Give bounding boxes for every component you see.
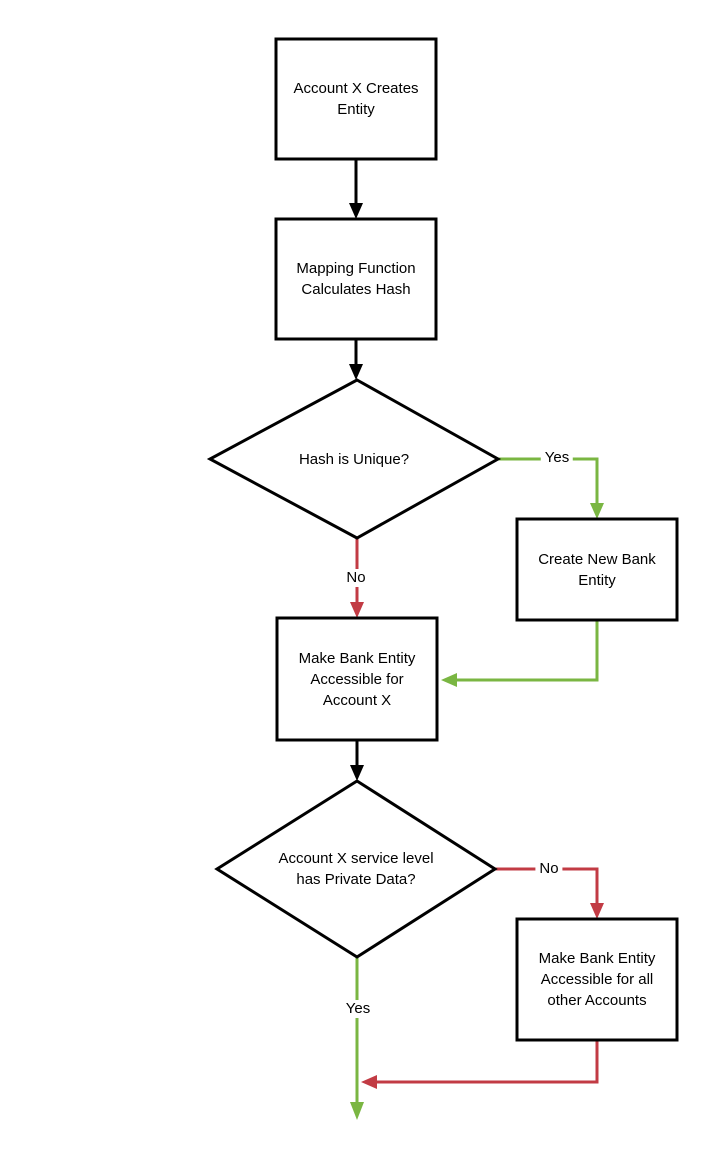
process-box-mapping-hash	[274, 217, 438, 341]
edge-accessibleall-merge	[377, 1040, 599, 1084]
arrowhead-hashunique-yes	[590, 503, 604, 519]
edge-createnewbank-to-accessiblex	[457, 620, 599, 682]
arrowhead-createnewbank-to-accessiblex	[441, 673, 457, 687]
process-box-create-entity	[274, 37, 438, 161]
node-label-accessible-all: Make Bank Entity Accessible for all othe…	[538, 950, 656, 1009]
edge-privatedata-no	[495, 867, 599, 903]
arrowhead-accessibleall-merge	[361, 1075, 377, 1089]
node-label-private-data: Account X service level has Private Data…	[278, 850, 434, 888]
node-label-accessible-account-x: Make Bank Entity Accessible for Account …	[298, 649, 416, 709]
edge-label-private-data-no: No	[535, 860, 563, 878]
edge-label-hash-unique-yes: Yes	[540, 449, 574, 467]
arrowhead-hashunique-no	[350, 602, 364, 618]
arrowhead-create-to-mapping	[349, 203, 363, 219]
node-label-hash-unique: Hash is Unique?	[298, 450, 410, 468]
arrowhead-privatedata-yes	[350, 1102, 364, 1120]
edge-label-hash-unique-no: No	[342, 569, 370, 587]
decision-diamond-hash-unique	[206, 378, 502, 540]
arrowhead-mapping-to-hashunique	[349, 364, 363, 380]
process-box-accessible-all	[515, 917, 679, 1042]
arrowhead-privatedata-no	[590, 903, 604, 919]
node-label-mapping-hash: Mapping Function Calculates Hash	[296, 260, 416, 298]
node-label-create-entity: Account X Creates Entity	[293, 80, 419, 118]
arrowhead-accessiblex-to-privatedata	[350, 765, 364, 781]
edge-hashunique-yes	[498, 457, 599, 503]
process-box-create-new-bank	[515, 517, 679, 622]
edge-label-private-data-yes: Yes	[341, 1000, 375, 1018]
decision-diamond-private-data	[214, 779, 498, 959]
node-label-create-new-bank: Create New Bank Entity	[538, 550, 656, 589]
process-box-accessible-account-x	[275, 616, 439, 742]
